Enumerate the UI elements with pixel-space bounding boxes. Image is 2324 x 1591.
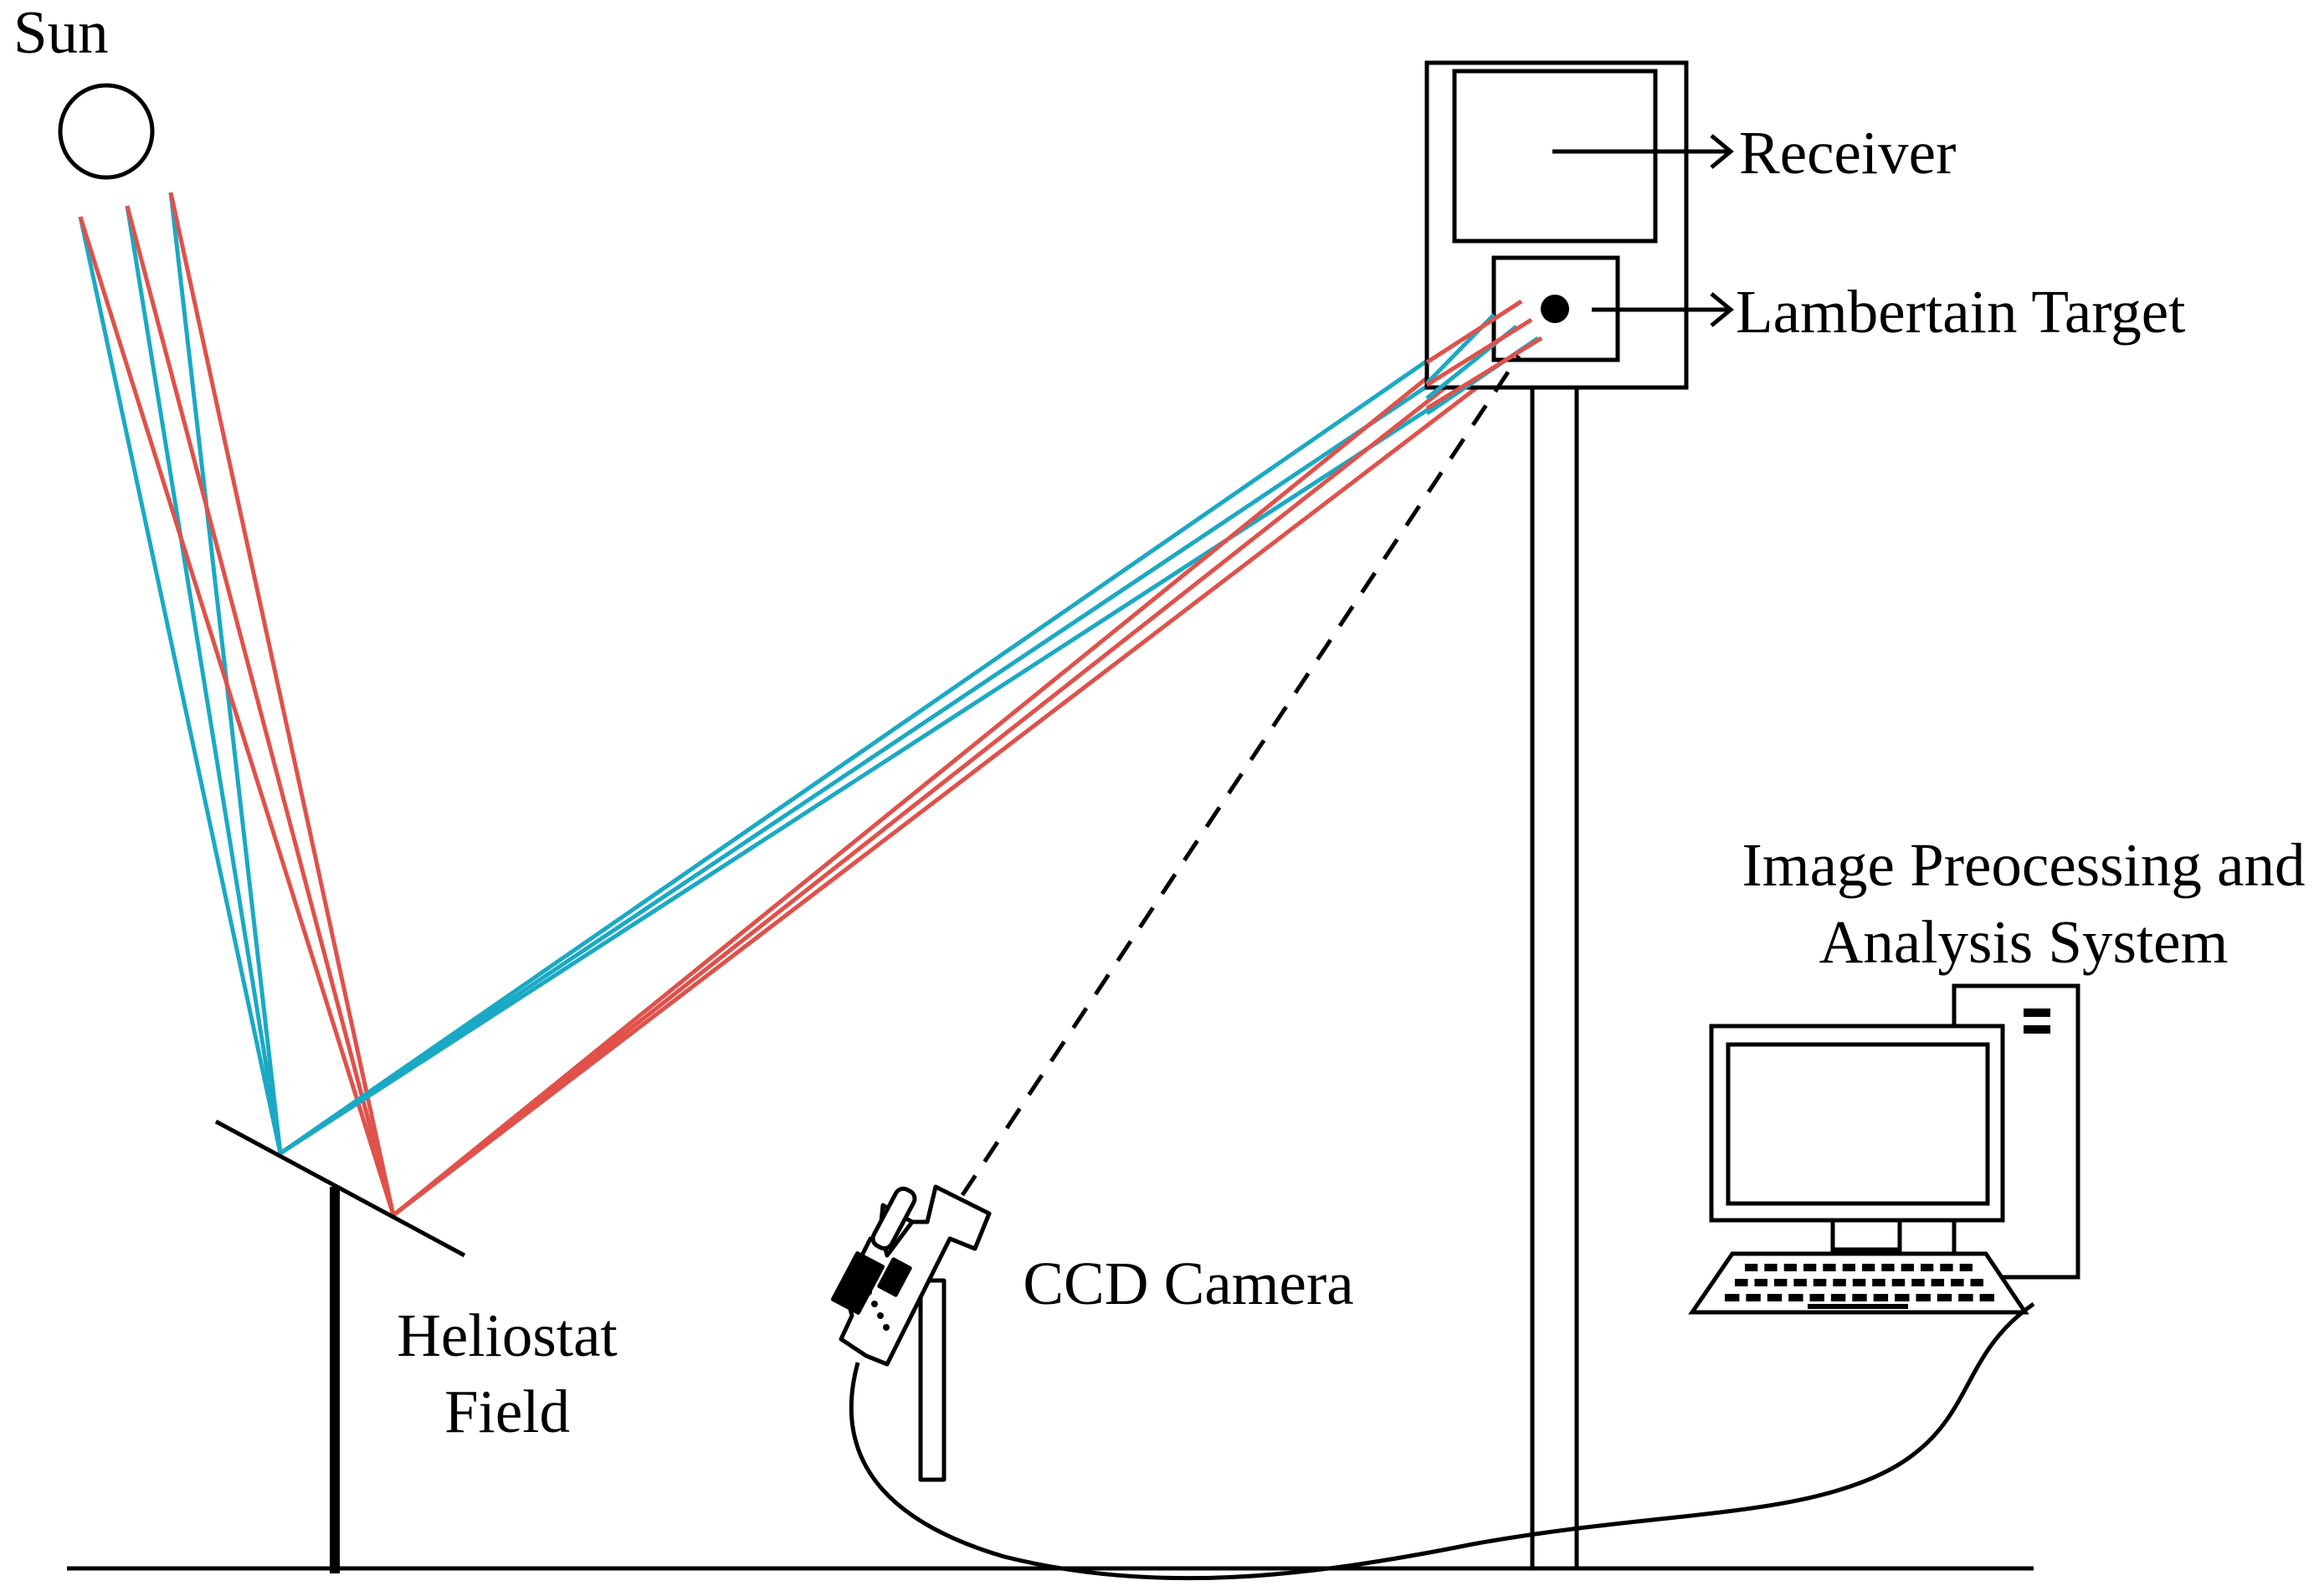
system-label-line1: Image Preocessing and [1742,831,2305,899]
camera-display [877,1257,912,1297]
computer-details [2024,1008,2050,1034]
ccd-camera-icon [830,1184,992,1482]
keyboard-key [1881,1264,1895,1271]
keyboard-key [1833,1279,1846,1286]
receiver-box [1452,69,1658,244]
data-cable [849,1301,2035,1581]
camera-sight-line [960,354,1521,1197]
keyboard-key [1873,1294,1889,1301]
camera-dots [865,1289,890,1331]
incoming-ray-blue [78,216,283,1154]
keyboard-key [1862,1264,1875,1271]
keyboard-key [1793,1279,1807,1286]
reflected-ray-blue [279,324,1518,1156]
keyboard-key [1788,1294,1803,1301]
keyboard-key [1735,1279,1748,1286]
keyboard-key [1746,1294,1761,1301]
keyboard-key [1813,1279,1827,1286]
sun-icon [58,83,155,180]
keyboard-key [1951,1279,1964,1286]
tower [1424,60,1689,1568]
camera-handle [870,1186,917,1251]
reflected-ray-red [392,336,1543,1217]
reflected-ray-blue [279,336,1540,1156]
computer-icon [1688,983,2080,1315]
keyboard-key [1931,1279,1945,1286]
keyboard-key [1803,1264,1817,1271]
incoming-ray-red [125,205,396,1216]
receiver-arrow [1552,134,1734,169]
heliostat-label-line1: Heliostat [397,1301,618,1369]
rays-on-target [1425,299,1543,416]
reflected-rays [279,300,1543,1217]
keyboard-key [1940,1264,1953,1271]
keyboard-key [1783,1264,1797,1271]
keyboard-key [1842,1264,1855,1271]
sun-label: Sun [13,0,109,66]
keyboard-key [1809,1294,1824,1301]
keyboard-key [1958,1294,1973,1301]
keyboard-key [1916,1294,1931,1301]
keyboard-keys [1725,1264,1994,1309]
heliostat-label-line2: Field [444,1378,570,1445]
keyboard-key [1852,1294,1867,1301]
keyboard-key [1895,1294,1910,1301]
target-label: Lambertain Target [1736,278,2185,346]
keyboard-key [1773,1279,1788,1286]
monitor-neck [1830,1218,1902,1252]
heliostat [214,1119,466,1573]
system-label-line2: Analysis System [1819,908,2229,976]
reflected-ray-red [392,300,1523,1217]
reflected-ray-blue [279,312,1495,1156]
incoming-rays [78,192,396,1216]
keyboard-key [1872,1279,1885,1286]
lambertian-target-dot [1541,295,1569,323]
keyboard-spacebar [1808,1304,1908,1309]
incoming-ray-blue [125,205,283,1154]
keyboard-key [1823,1264,1836,1271]
receiver-label: Receiver [1739,119,1956,187]
incoming-ray-blue [168,192,283,1154]
keyboard-key [1921,1264,1934,1271]
keyboard-key [1852,1279,1866,1286]
camera-stand [918,1278,947,1482]
keyboard-key [1901,1264,1914,1271]
keyboard-key [1767,1294,1783,1301]
keyboard-key [1830,1294,1846,1301]
monitor-screen [1726,1042,1990,1206]
camera-label: CCD Camera [1023,1250,1353,1317]
keyboard-key [1891,1279,1906,1286]
incoming-ray-red [78,216,396,1216]
reflected-ray-red [392,318,1533,1217]
heliostat-mirror [214,1119,466,1258]
keyboard-key [1725,1294,1740,1301]
keyboard-key [1979,1294,1994,1301]
keyboard-key [1970,1279,1983,1286]
target-arrow [1592,292,1734,327]
keyboard-key [1745,1264,1758,1271]
incoming-ray-red [168,192,396,1216]
keyboard-key [1911,1279,1925,1286]
keyboard-key [1959,1264,1973,1271]
keyboard-key [1764,1264,1778,1271]
keyboard-key [1937,1294,1952,1301]
keyboard-key [1754,1279,1767,1286]
